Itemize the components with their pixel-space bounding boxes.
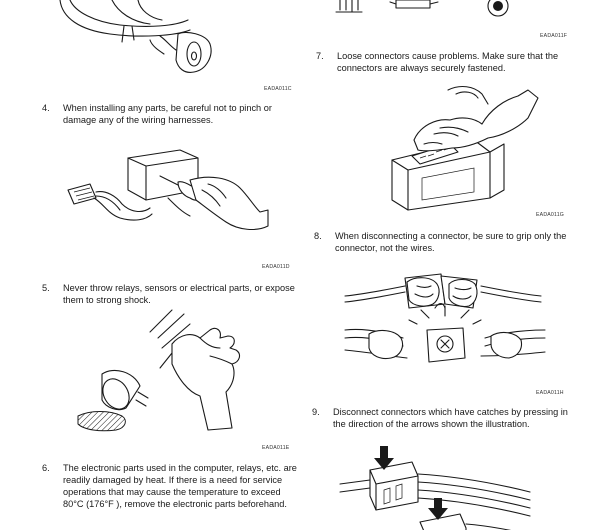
item-text: The electronic parts used in the compute… [63, 463, 297, 509]
connector-top-illustration [335, 0, 509, 17]
instruction-item-5: 5. Never throw relays, sensors or electr… [42, 282, 298, 308]
item-text: When disconnecting a connector, be sure … [335, 231, 567, 253]
instruction-item-7: 7. Loose connectors cause problems. Make… [316, 50, 572, 76]
instruction-item-9: 9. Disconnect connectors which have catc… [312, 406, 574, 432]
item-number: 9. [312, 407, 320, 417]
harness-clamp-illustration [59, 0, 212, 73]
instruction-item-6: 6. The electronic parts used in the comp… [42, 462, 300, 524]
connector-grip-illustration [344, 273, 546, 363]
figure-code: EADA011G [536, 212, 565, 218]
figure-code: EADA011D [262, 264, 290, 270]
item-text: Loose connectors cause problems. Make su… [337, 51, 559, 73]
item-number: 5. [42, 283, 50, 293]
item-text: When installing any parts, be careful no… [63, 103, 272, 125]
instruction-item-4: 4. When installing any parts, be careful… [42, 102, 298, 128]
item-text: Never throw relays, sensors or electrica… [63, 283, 295, 305]
throwing-part-illustration [77, 309, 241, 432]
connector-fasten-illustration [391, 85, 539, 211]
instruction-item-8: 8. When disconnecting a connector, be su… [314, 230, 576, 256]
item-text: Disconnect connectors which have catches… [333, 407, 568, 429]
screwdriver-illustration [67, 149, 269, 231]
connector-catch-illustration [339, 446, 531, 530]
figure-code: EADA011C [264, 86, 292, 92]
figure-code: EADA011E [262, 445, 290, 451]
figure-code: EADA011H [536, 390, 564, 396]
item-number: 6. [42, 463, 50, 473]
item-number: 7. [316, 51, 324, 61]
figure-code: EADA011F [540, 33, 568, 39]
item-number: 8. [314, 231, 322, 241]
item-number: 4. [42, 103, 50, 113]
